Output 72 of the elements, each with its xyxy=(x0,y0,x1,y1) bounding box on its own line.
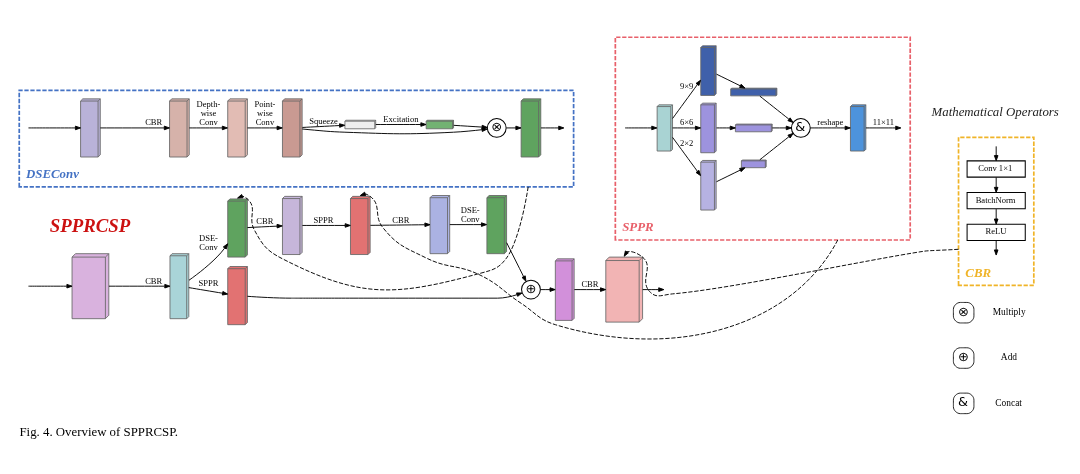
node-box: BatchNorm xyxy=(966,192,1026,210)
arrow xyxy=(716,73,746,89)
arrow xyxy=(506,125,522,131)
label: ⊗ xyxy=(958,303,969,319)
arrow xyxy=(993,240,999,256)
arrow xyxy=(672,79,701,119)
arrow xyxy=(623,248,959,297)
arrow xyxy=(672,136,701,177)
arrow xyxy=(672,125,701,131)
arrow xyxy=(624,125,658,131)
edge-label: Point- wise Conv xyxy=(254,98,276,128)
label: SPPRCSP xyxy=(49,214,131,236)
arrow xyxy=(246,223,283,229)
arrow xyxy=(99,125,170,131)
arrow xyxy=(865,125,902,131)
node-box: ReLU xyxy=(966,223,1026,241)
arrow xyxy=(301,123,346,128)
arrow xyxy=(246,125,283,131)
arrow xyxy=(369,222,431,227)
edge-label: 9×9 xyxy=(679,80,694,91)
edge-label: CBR xyxy=(392,214,410,225)
arrow xyxy=(716,125,736,131)
edge-label: reshape xyxy=(817,117,844,128)
arrow xyxy=(301,127,488,135)
edge-label: 6×6 xyxy=(679,117,694,128)
edge-label: Squeeze xyxy=(309,115,338,126)
arrow xyxy=(246,292,523,299)
edge-label: Depth- wise Conv xyxy=(196,98,221,128)
caption: Fig. 4. Overview of SPPRCSP. xyxy=(19,424,179,439)
arrow xyxy=(540,125,565,131)
legend-label: Add xyxy=(1000,352,1018,363)
edge-label: CBR xyxy=(145,275,163,286)
legend-label: Concat xyxy=(995,397,1022,408)
edge-label: SPPR xyxy=(313,214,334,225)
legend-label: Multiply xyxy=(992,307,1026,318)
edge-label: DSE- Conv xyxy=(198,232,218,253)
edge-label: CBR xyxy=(256,215,274,226)
arrow xyxy=(375,122,427,127)
arrow xyxy=(716,167,746,183)
arrow xyxy=(237,186,529,291)
node-box: Conv 1×1 xyxy=(966,160,1026,178)
arrow xyxy=(573,287,607,292)
arrow xyxy=(993,208,999,225)
arrow xyxy=(809,125,851,131)
arrow xyxy=(993,145,999,162)
arrow xyxy=(771,125,792,131)
node-circle: ⊗ xyxy=(486,118,507,138)
edge-label: CBR xyxy=(581,279,599,290)
label: & xyxy=(958,394,969,410)
arrow xyxy=(759,95,794,123)
edge-label: DSE- Conv xyxy=(460,204,480,225)
arrow xyxy=(28,125,81,131)
arrow xyxy=(301,223,351,228)
edge-label: 11×11 xyxy=(872,117,895,128)
arrow xyxy=(759,132,794,161)
arrow xyxy=(993,176,999,193)
arrow xyxy=(28,283,73,289)
arrow xyxy=(108,283,171,289)
node-circle: & xyxy=(790,118,811,138)
arrow xyxy=(359,191,839,340)
edge-label: Excitation xyxy=(383,113,419,124)
label: ⊕ xyxy=(958,349,969,365)
edge-label: 2×2 xyxy=(679,137,694,148)
arrow xyxy=(188,125,228,131)
arrow xyxy=(188,243,229,281)
arrow xyxy=(449,222,488,227)
arrow xyxy=(188,287,229,296)
label: Mathematical Operators xyxy=(931,104,1059,119)
edge-label: SPPR xyxy=(198,278,219,289)
node-circle: ⊕ xyxy=(521,279,541,300)
edge-label: CBR xyxy=(145,117,163,128)
arrow xyxy=(506,242,527,282)
